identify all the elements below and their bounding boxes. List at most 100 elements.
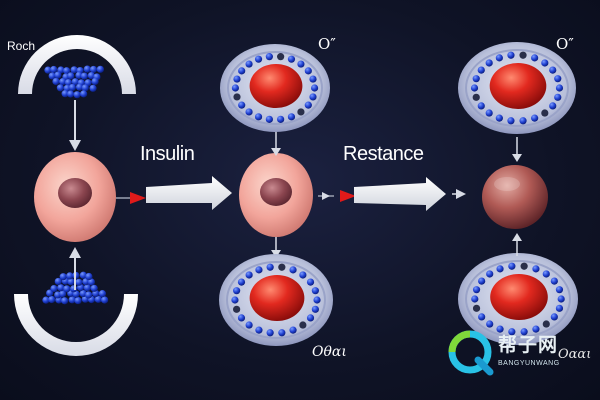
blue-granule: [472, 304, 481, 312]
blue-granule: [56, 84, 64, 92]
blue-granule: [266, 329, 274, 337]
blue-granule: [231, 84, 239, 92]
blue-granule: [75, 71, 83, 79]
blue-granule: [309, 93, 317, 101]
blue-granule: [54, 71, 62, 79]
blue-granule: [79, 271, 87, 279]
blue-granule: [91, 77, 99, 86]
blue-granule: [311, 287, 319, 295]
red-pointer-middle: [318, 190, 356, 202]
blue-granule: [48, 295, 56, 304]
blue-granule: [233, 93, 241, 101]
blue-granule: [485, 109, 493, 117]
blue-granule: [245, 271, 253, 279]
blue-granule: [531, 114, 539, 122]
label-roch: Roch: [7, 39, 36, 53]
blue-granule: [507, 51, 515, 59]
blue-granule: [477, 102, 485, 110]
blue-granule: [245, 60, 253, 68]
blue-granule: [74, 296, 82, 305]
blue-granule: [542, 270, 550, 278]
blue-granule: [75, 278, 83, 286]
blue-granule: [306, 278, 315, 286]
blue-granule: [233, 287, 241, 295]
blue-granule: [478, 277, 486, 285]
blue-granule: [554, 93, 562, 101]
blue-granule: [254, 55, 263, 63]
watermark-subtitle: BANGYUNWANG: [498, 360, 560, 367]
blue-granule: [80, 90, 88, 98]
blue-granule: [306, 314, 315, 322]
blue-granule: [287, 55, 296, 63]
blue-granule: [277, 115, 285, 123]
blue-granule: [520, 262, 528, 270]
blue-granule: [508, 262, 516, 270]
blue-granule: [486, 270, 494, 278]
blue-granule: [231, 296, 239, 304]
blue-granule: [555, 286, 564, 294]
granule-bowl-top: [18, 35, 136, 99]
blue-granule: [507, 117, 515, 125]
blue-granule: [287, 113, 296, 121]
blue-granule-cluster-bottom: [42, 271, 109, 305]
blue-granule: [254, 113, 263, 121]
blue-granule: [101, 296, 109, 304]
blue-granule: [299, 271, 307, 279]
blue-granule: [52, 77, 60, 86]
label-other-right: Oααι: [558, 347, 592, 362]
blue-granule: [299, 321, 307, 329]
blue-granule: [472, 286, 481, 294]
blue-granule: [531, 54, 539, 62]
blue-granule: [471, 295, 479, 303]
blue-granule: [64, 78, 73, 87]
small-arrow-right: [452, 189, 466, 199]
blue-granule: [67, 278, 75, 286]
blue-granule: [90, 284, 98, 292]
blue-granule: [61, 297, 69, 305]
label-o-middle: O″: [318, 35, 336, 53]
arrow-bowl-to-cell-bottom: [69, 247, 81, 290]
blue-granule: [245, 108, 253, 116]
blue-granule: [297, 108, 305, 116]
vesicle-inner-ring: [465, 260, 571, 338]
blue-granule: [98, 290, 107, 298]
blue-granule: [289, 326, 297, 334]
blue-granule: [54, 277, 62, 286]
blue-granule: [554, 75, 562, 83]
blue-granule: [89, 84, 97, 92]
cell-right-resistant: [482, 165, 548, 229]
arrow-bowl-to-cell-top: [69, 100, 81, 151]
blue-granule: [304, 67, 312, 75]
nucleus-left: [58, 178, 92, 208]
q-logo-icon: [448, 330, 494, 376]
vesicle-group: [219, 42, 578, 346]
blue-granule: [297, 60, 305, 68]
red-pointer-left: [116, 192, 146, 204]
cell-middle: [239, 153, 313, 237]
blue-granule: [555, 84, 564, 92]
blue-granule: [477, 66, 485, 74]
arrow-restance: [354, 177, 446, 211]
arrow-insulin: [146, 176, 232, 210]
blue-granule: [485, 59, 493, 67]
blue-granule: [96, 65, 104, 73]
blue-granule: [508, 328, 516, 336]
vesicle-inner-ring: [465, 49, 569, 127]
blue-granule: [87, 71, 96, 80]
blue-granule: [48, 72, 56, 80]
blue-granule: [59, 78, 67, 86]
vesicle-right-bottom: [458, 253, 578, 345]
blue-granule: [79, 289, 87, 298]
blue-granule: [265, 115, 273, 123]
blue-granule: [550, 277, 558, 285]
blue-granule: [541, 59, 549, 67]
blue-granule: [57, 284, 65, 292]
blue-granule: [519, 117, 527, 125]
blue-granule: [70, 66, 78, 74]
blue-granule: [245, 321, 253, 329]
blue-granule: [67, 72, 75, 80]
blue-granule: [238, 67, 246, 75]
blue-granule: [66, 272, 74, 280]
